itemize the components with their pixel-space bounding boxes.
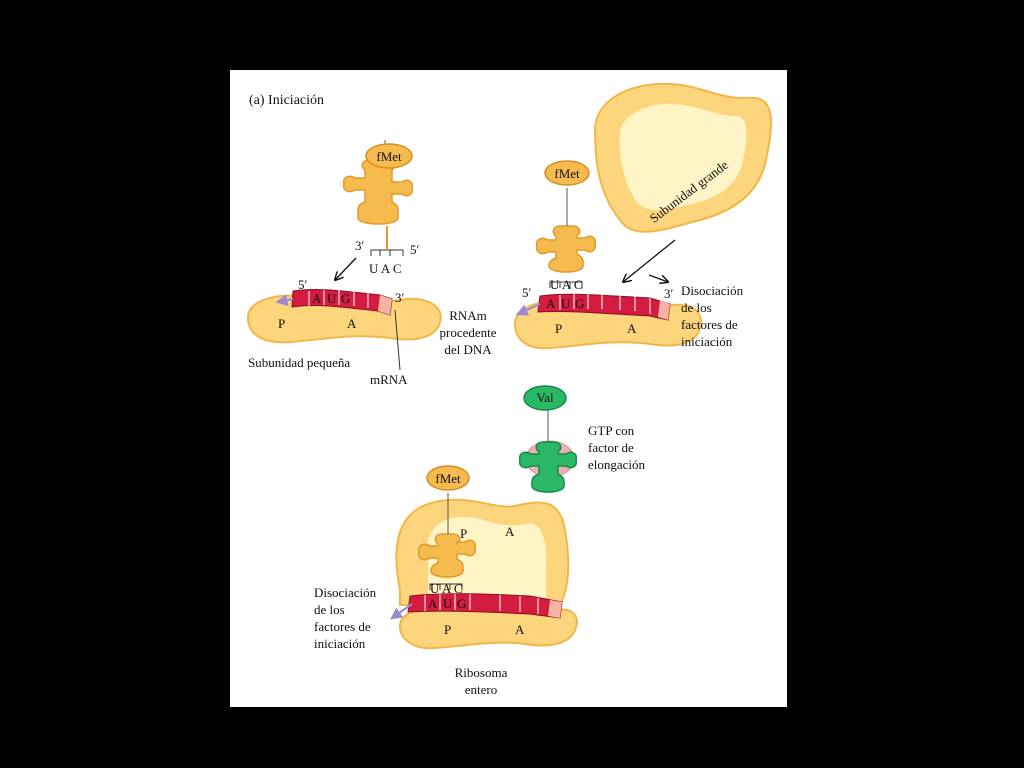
rnam-from-dna-label: RNAm procedente del DNA <box>439 308 497 357</box>
fmet-bubble-1 <box>365 143 413 169</box>
translation-initiation-diagram <box>246 82 773 650</box>
gtp-elongation-factor-label: GTP con factor de elongación <box>588 423 646 472</box>
site-p-label-1: P <box>278 316 286 331</box>
fmet-label-1: fMet <box>376 149 402 164</box>
codon-a-1: A <box>312 291 322 306</box>
trna-fmet-1 <box>342 159 414 225</box>
site-p-label-2: P <box>555 321 563 336</box>
mrna-5-prime-label-1: 5′ <box>298 277 308 292</box>
trna-fmet-3 <box>417 533 477 578</box>
dissociation-label-3: Disociación de los factores de iniciació… <box>314 585 377 651</box>
site-a-label-2: A <box>627 321 637 336</box>
codon-u-3: U <box>443 596 453 611</box>
mrna-strand-3 <box>407 593 563 619</box>
panel-title: (a) Iniciación <box>249 93 325 108</box>
codon-u-2: U <box>561 296 571 311</box>
mrna-3-prime-label-2: 3′ <box>664 286 674 301</box>
trna-fmet-2 <box>535 225 597 273</box>
codon-g-1: G <box>341 291 351 306</box>
anticodon-label-1: U A C <box>369 261 402 276</box>
whole-ribosome-label: Ribosoma entero <box>454 665 508 697</box>
figure-panel: (a) Iniciación fMet 3′ 5′ U A C 5′ 3′ A … <box>230 70 787 707</box>
fmet-label-2: fMet <box>554 166 580 181</box>
codon-u-1: U <box>327 291 337 306</box>
trna-5-prime-label: 5′ <box>410 242 420 257</box>
val-bubble <box>523 385 567 411</box>
codon-g-3: G <box>457 596 467 611</box>
site-a-label-1: A <box>347 316 357 331</box>
site-p-label-3: P <box>444 622 452 637</box>
anticodon-label-3: U A C <box>430 581 463 596</box>
dissociation-label-2: Disociación de los factores de iniciació… <box>681 283 744 349</box>
anticodon-label-2: U A C <box>550 277 583 292</box>
codon-a-3: A <box>428 596 438 611</box>
trna-3-prime-label: 3′ <box>355 238 365 253</box>
mrna-3-prime-label-1: 3′ <box>395 290 405 305</box>
val-label: Val <box>536 390 554 405</box>
site-a-top-label: A <box>505 524 515 539</box>
site-p-top-label: P <box>460 526 468 541</box>
codon-g-2: G <box>575 296 585 311</box>
step2-group <box>513 82 773 350</box>
small-subunit-label: Subunidad pequeña <box>248 355 351 370</box>
trna-val <box>518 441 578 493</box>
step1-small-subunit-group <box>246 140 442 371</box>
codon-a-2: A <box>546 296 556 311</box>
fmet-label-3: fMet <box>435 471 461 486</box>
step3-group <box>390 385 578 650</box>
mrna-label: mRNA <box>370 372 408 387</box>
mrna-5-prime-label-2: 5′ <box>522 285 532 300</box>
fmet-bubble-3 <box>426 465 470 491</box>
fmet-bubble-2 <box>544 160 590 186</box>
site-a-label-3: A <box>515 622 525 637</box>
